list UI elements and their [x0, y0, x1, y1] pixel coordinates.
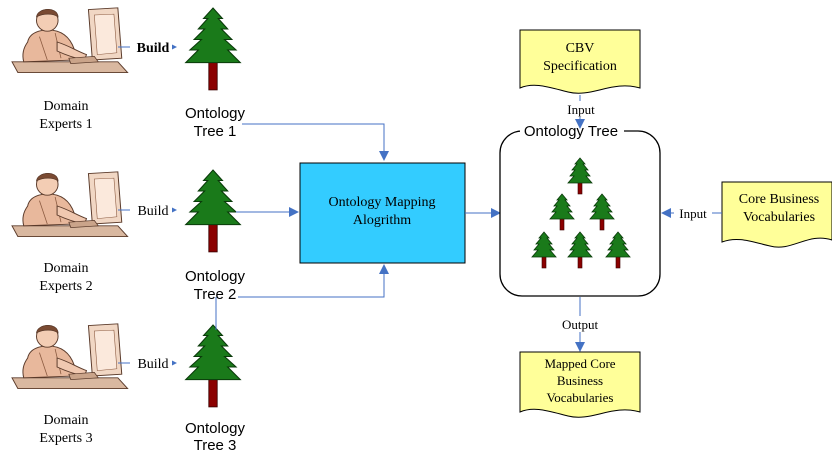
build-label-2: Build [137, 204, 168, 219]
core-vocab-input-label: Input [679, 206, 707, 221]
mapping-algorithm-line2: Alogrithm [353, 213, 411, 228]
mapping-algorithm-line1: Ontology Mapping [329, 195, 436, 210]
build-label-bg-2 [130, 201, 172, 218]
ontology-tree-2-line1: Ontology [185, 268, 246, 285]
ontology-tree-2-line2: Tree 2 [194, 286, 237, 303]
tree-2-bottom-connector [238, 264, 389, 298]
expert-3-name-line2: Experts 3 [39, 431, 92, 446]
ontology-tree-title-bg [520, 123, 624, 139]
ontology-tree-3-line2: Tree 3 [194, 437, 237, 453]
build-label-bg-3 [130, 354, 172, 371]
core-vocab-line2: Vocabularies [743, 210, 815, 225]
cbv-specification-line2: Specification [543, 59, 617, 74]
core-vocab-input-label-bg [674, 205, 712, 221]
output-label-bg [556, 316, 604, 332]
ontology-tree-title: Ontology Tree [524, 123, 618, 140]
core-business-vocabularies-doc [721, 181, 832, 248]
ontology-tree-1-icon [185, 7, 241, 91]
expert-2-name-line1: Domain [43, 261, 88, 276]
cbv-input-label-bg [562, 101, 600, 117]
build-label-3: Build [137, 357, 168, 372]
cbv-specification-line1: CBV [566, 41, 595, 56]
ontology-tree-2-icon [185, 169, 241, 253]
mapping-algorithm-box [299, 162, 466, 264]
core-vocab-line1: Core Business [739, 192, 820, 207]
ontology-tree-3-line1: Ontology [185, 420, 246, 437]
output-label: Output [562, 317, 599, 332]
expert-1-name-line2: Experts 1 [39, 117, 92, 132]
cbv-specification-doc [519, 29, 641, 94]
build-label-bg-1 [130, 38, 172, 55]
ontology-tree-1-line2: Tree 1 [194, 123, 237, 140]
expert-1-name-line1: Domain [43, 99, 88, 114]
expert-2-name-line2: Experts 2 [39, 279, 92, 294]
ontology-tree-3-icon [185, 324, 241, 408]
cbv-input-label: Input [567, 102, 595, 117]
expert-3-name-line1: Domain [43, 413, 88, 428]
mapped-output-line3: Vocabularies [547, 390, 614, 405]
ontology-tree-container [499, 130, 661, 297]
expert-3-icon [11, 323, 129, 390]
ontology-tree-1-line1: Ontology [185, 105, 246, 122]
mapped-output-line1: Mapped Core [544, 356, 615, 371]
tree-1-to-mapping-connector [242, 123, 389, 161]
expert-2-icon [11, 171, 129, 238]
expert-1-icon [11, 7, 129, 74]
mapped-core-business-vocabularies-doc [519, 351, 641, 418]
mapped-output-line2: Business [557, 373, 603, 388]
build-label-1: Build [137, 41, 170, 56]
